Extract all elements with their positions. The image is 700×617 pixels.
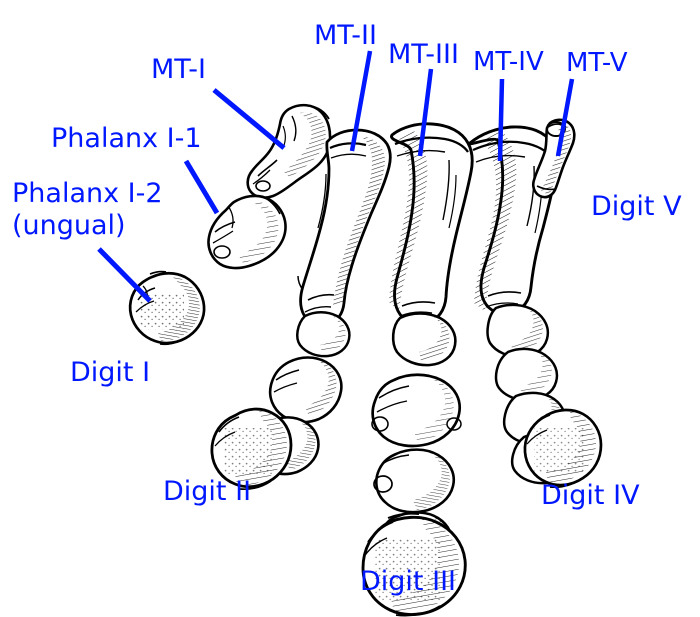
bone-group-digit-3	[361, 122, 474, 617]
label-mt-5: MT-V	[566, 48, 628, 78]
label-mt-1: MT-I	[151, 54, 207, 85]
label-phalanx-i-2-line2: (ungual)	[12, 210, 126, 241]
label-mt-4: MT-IV	[473, 47, 544, 77]
phalanx-1-1	[207, 194, 287, 270]
label-digit-4: Digit IV	[541, 480, 640, 511]
phalanx-1-2-ungual	[128, 270, 206, 346]
bone-group-digit-1	[128, 103, 332, 346]
label-digit-5: Digit V	[591, 191, 682, 222]
label-mt-2: MT-II	[314, 20, 377, 51]
bone-group-digit-2	[210, 128, 392, 491]
label-digit-3: Digit III	[360, 566, 456, 597]
label-digit-2: Digit II	[163, 476, 252, 507]
label-phalanx-i-2-line1: Phalanx I-2	[12, 178, 163, 209]
label-digit-1: Digit I	[70, 357, 151, 388]
metatarsal-1	[246, 103, 332, 199]
label-phalanx-i-1: Phalanx I-1	[51, 123, 202, 154]
label-mt-3: MT-III	[388, 39, 459, 70]
